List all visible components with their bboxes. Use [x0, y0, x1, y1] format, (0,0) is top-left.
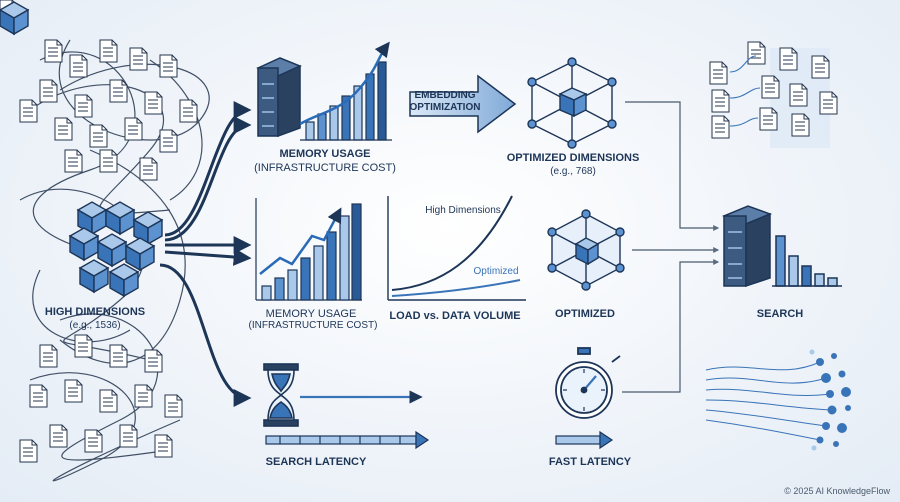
- label-optimization: OPTIMIZATION: [409, 102, 481, 113]
- load-chart: [387, 195, 526, 301]
- label-fast-latency: FAST LATENCY: [548, 456, 632, 468]
- label-chart-high: High Dimensions: [425, 205, 501, 216]
- label-chart-optimized: Optimized: [473, 266, 519, 277]
- connector-top: [625, 101, 720, 231]
- document-icons-top: [0, 0, 198, 181]
- label-infra-cost-top: (INFRASTRUCTURE COST): [254, 162, 396, 174]
- cube-cluster-icon: [0, 1, 163, 297]
- label-memory-usage-mid: MEMORY USAGE: [265, 308, 357, 320]
- tangled-lines: [19, 39, 210, 482]
- data-dots: [809, 349, 851, 451]
- label-load-vs-volume: LOAD vs. DATA VOLUME: [389, 310, 521, 322]
- label-infra-cost-mid: (INFRASTRUCTURE COST): [248, 320, 378, 331]
- fast-latency-bar: [555, 430, 614, 450]
- flow-arrows-left: [159, 101, 252, 407]
- data-stream-icon: [705, 361, 833, 441]
- document-icons-right: [709, 41, 838, 148]
- label-high-dimensions-eg: (e.g., 1536): [69, 320, 121, 331]
- footer-credit: © 2025 AI KnowledgeFlow: [784, 486, 890, 496]
- document-icons-bottom: [19, 334, 183, 463]
- label-search: SEARCH: [756, 308, 804, 320]
- embedding-arrow: [409, 74, 517, 134]
- connector-bottom: [622, 259, 720, 393]
- hourglass-icon: [263, 363, 299, 427]
- label-optimized-dimensions: OPTIMIZED DIMENSIONS: [506, 152, 640, 164]
- label-embedding: EMBEDDING: [414, 90, 476, 101]
- network-icon-mid: [547, 209, 625, 291]
- server-icon-top: [256, 57, 302, 138]
- network-icon-top: [527, 57, 617, 149]
- label-high-dimensions: HIGH DIMENSIONS: [44, 306, 146, 318]
- bar-chart-mid: [255, 198, 362, 301]
- bar-chart-top: [299, 41, 392, 141]
- stopwatch-icon: [555, 347, 621, 419]
- label-search-latency: SEARCH LATENCY: [265, 456, 367, 468]
- server-icon-search: [721, 205, 842, 288]
- label-optimized: OPTIMIZED: [555, 308, 615, 320]
- label-memory-usage-top: MEMORY USAGE: [279, 148, 371, 160]
- latency-bar: [265, 430, 430, 450]
- label-optimized-dimensions-eg: (e.g., 768): [550, 166, 596, 177]
